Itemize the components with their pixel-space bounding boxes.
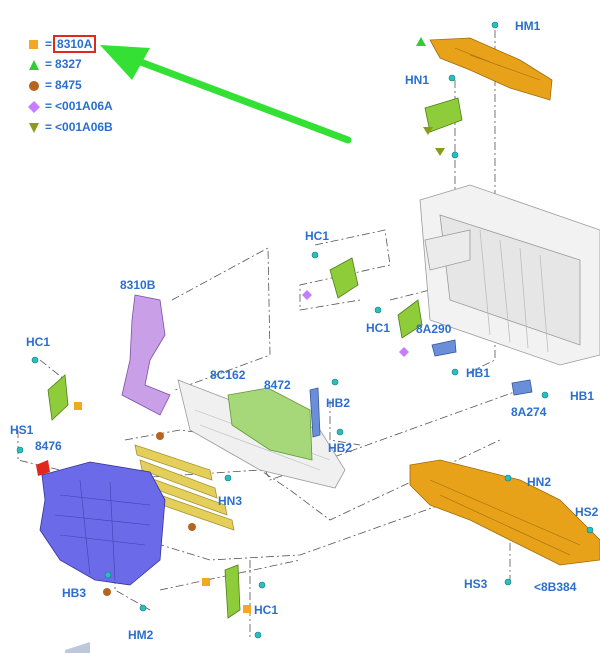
label-8b384[interactable]: <8B384	[534, 580, 577, 594]
label-hb1-mid[interactable]: HB1	[466, 366, 491, 380]
legend-row-8475: = 8475	[28, 77, 82, 93]
label-hs1[interactable]: HS1	[10, 423, 34, 437]
legend-code-8475[interactable]: 8475	[55, 78, 82, 92]
label-8310b[interactable]: 8310B	[120, 278, 156, 292]
green-bracket-upper	[329, 257, 359, 299]
olive-triangle-down-icon	[28, 121, 40, 133]
green-bracket-bottom	[224, 564, 241, 619]
label-hs3[interactable]: HS3	[464, 577, 488, 591]
green-bracket-middle	[397, 299, 423, 339]
legend-equals: =	[45, 57, 53, 71]
label-8476[interactable]: 8476	[35, 439, 62, 453]
small-green-bracket	[424, 97, 463, 133]
legend-code-001a06b[interactable]: <001A06B	[55, 120, 113, 134]
legend-code-8310a[interactable]: 8310A	[52, 35, 97, 53]
lower-orange-shield	[409, 459, 600, 566]
legend-code-001a06a[interactable]: <001A06A	[55, 99, 113, 113]
label-hc1-left[interactable]: HC1	[26, 335, 51, 349]
clip-8476	[36, 460, 50, 476]
label-hb1-right[interactable]: HB1	[570, 389, 595, 403]
green-bracket-left	[47, 374, 69, 421]
shield-8c162	[227, 387, 313, 461]
label-hn2[interactable]: HN2	[527, 475, 552, 489]
orange-square-markers	[74, 402, 251, 613]
label-8c162[interactable]: 8C162	[210, 368, 246, 382]
label-hm2[interactable]: HM2	[128, 628, 154, 642]
label-hb2-b[interactable]: HB2	[328, 441, 353, 455]
label-hc1-mid[interactable]: HC1	[366, 321, 391, 335]
orange-square-icon	[28, 38, 40, 50]
yellow-strips	[134, 444, 235, 531]
label-8a290[interactable]: 8A290	[416, 322, 452, 336]
label-hc1-top[interactable]: HC1	[305, 229, 330, 243]
label-hc1-bottom[interactable]: HC1	[254, 603, 279, 617]
label-hb3[interactable]: HB3	[62, 586, 87, 600]
brown-circle-markers	[103, 432, 196, 596]
green-triangle-icon	[28, 58, 40, 70]
legend-equals: =	[45, 99, 53, 113]
bracket-8a274	[511, 379, 533, 396]
air-guide-blue	[39, 461, 166, 586]
fasteners	[16, 21, 594, 639]
legend-row-001a06a: = <001A06A	[28, 98, 113, 114]
upper-orange-bracket	[429, 37, 553, 101]
label-hs2[interactable]: HS2	[575, 505, 599, 519]
legend-row-001a06b: = <001A06B	[28, 119, 113, 135]
bracket-8a290	[431, 339, 457, 357]
label-hm1[interactable]: HM1	[515, 19, 541, 33]
legend-row-8310a: = 8310A	[28, 35, 97, 53]
legend-equals: =	[45, 37, 53, 51]
label-8472[interactable]: 8472	[264, 378, 291, 392]
purple-diamond-markers	[302, 290, 409, 357]
legend-equals: =	[45, 78, 53, 92]
bottom-arrow-fragment	[65, 642, 90, 653]
legend-row-8327: = 8327	[28, 56, 82, 72]
pointer-arrow	[100, 45, 352, 144]
label-hn3[interactable]: HN3	[218, 494, 243, 508]
strip-8472	[309, 387, 321, 438]
olive-triangle-markers	[423, 127, 445, 156]
label-hb2-a[interactable]: HB2	[326, 396, 351, 410]
radiator-support	[419, 184, 600, 366]
label-8a274[interactable]: 8A274	[511, 405, 547, 419]
legend-equals: =	[45, 120, 53, 134]
label-hn1[interactable]: HN1	[405, 73, 430, 87]
green-triangle-markers	[416, 37, 426, 46]
purple-diamond-icon	[28, 100, 40, 113]
brown-circle-icon	[28, 79, 40, 91]
legend-code-8327[interactable]: 8327	[55, 57, 82, 71]
duct-8310b	[121, 294, 171, 416]
